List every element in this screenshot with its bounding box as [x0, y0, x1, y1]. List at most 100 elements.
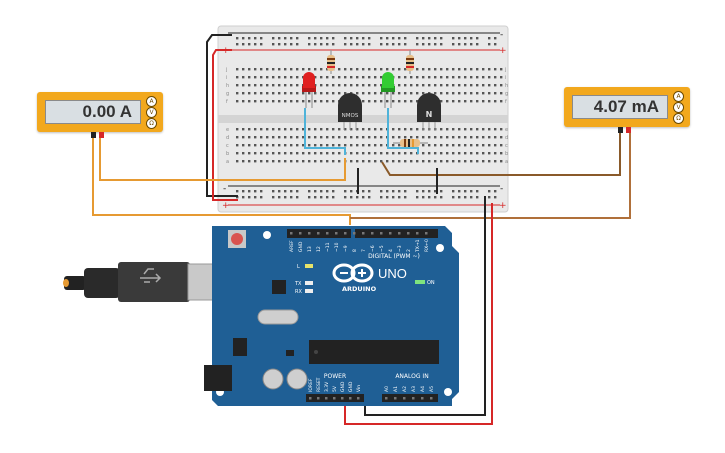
row-letter-e-right: e [505, 127, 508, 133]
power-pin-hole-4[interactable] [341, 397, 344, 400]
digital-pin-hole-9[interactable] [371, 232, 374, 235]
digital-pin-hole-13[interactable] [407, 232, 410, 235]
digital-pin-hole-2[interactable] [308, 232, 311, 235]
usb-cable[interactable] [63, 262, 227, 302]
digital-pin-hole-12[interactable] [398, 232, 401, 235]
resistor-top-right[interactable] [406, 50, 414, 74]
multimeter-left-mode-a[interactable]: A [146, 96, 157, 107]
row-letter-c: c [226, 143, 229, 149]
digital-pin-hole-1[interactable] [299, 232, 302, 235]
power-pin-hole-6[interactable] [357, 397, 360, 400]
power-pin-0: IOREF [308, 378, 314, 392]
power-pin-hole-5[interactable] [349, 397, 352, 400]
multimeter-right-probe-black[interactable] [618, 127, 623, 133]
transistor-npn[interactable]: N [417, 93, 441, 130]
power-pin-hole-3[interactable] [333, 397, 336, 400]
power-pin-hole-0[interactable] [309, 397, 312, 400]
led-red[interactable] [302, 72, 316, 108]
wire-blue-left[interactable] [304, 108, 346, 155]
rail-minus-bottom: - [223, 184, 226, 194]
row-letter-b-right: b [505, 151, 508, 157]
multimeter-left-probe-black[interactable] [91, 132, 96, 138]
digital-pin-hole-14[interactable] [416, 232, 419, 235]
analog-pin-hole-5[interactable] [430, 397, 433, 400]
power-pin-4: GND [340, 381, 346, 392]
analog-pin-hole-3[interactable] [412, 397, 415, 400]
analog-pin-5: A5 [429, 386, 435, 392]
digital-header-label: DIGITAL (PWM ~) [368, 253, 420, 260]
digital-pin-hole-7[interactable] [353, 232, 356, 235]
digital-pin-2: 13 [307, 246, 313, 252]
on-led-label: ON [427, 280, 435, 286]
wire-black-left[interactable] [206, 34, 238, 197]
led-green[interactable] [381, 72, 395, 108]
wire-red-5v-arduino[interactable] [344, 203, 493, 425]
analog-pin-hole-4[interactable] [421, 397, 424, 400]
resistor-horizontal[interactable] [393, 139, 428, 147]
analog-pin-4: A4 [420, 386, 426, 392]
digital-pin-hole-6[interactable] [344, 232, 347, 235]
row-letter-h: h [226, 83, 229, 89]
analog-header[interactable] [382, 394, 438, 402]
row-letter-h-right: h [505, 83, 508, 89]
analog-pin-hole-1[interactable] [394, 397, 397, 400]
wire-black-gnd-arduino[interactable] [364, 196, 486, 416]
tx-led-label: TX [294, 281, 302, 287]
digital-pin-13: 2 [406, 249, 412, 252]
wire-orange-to-arduino[interactable] [92, 133, 351, 225]
digital-pin-14: TX→1 [415, 239, 421, 253]
multimeter-left-display: 0.00 A [45, 100, 141, 124]
digital-pin-hole-11[interactable] [389, 232, 392, 235]
transistor-nmos-label: NMOS [342, 113, 359, 119]
multimeter-right-mode-a[interactable]: A [673, 91, 684, 102]
multimeter-right-probe-red[interactable] [626, 127, 631, 133]
digital-header-right[interactable] [355, 229, 438, 238]
wire-brown-right-meter[interactable] [381, 133, 621, 176]
analog-pin-0: A0 [384, 386, 390, 392]
digital-pin-hole-10[interactable] [380, 232, 383, 235]
power-pin-hole-1[interactable] [317, 397, 320, 400]
row-letter-d: d [226, 135, 229, 141]
row-letter-g-right: g [505, 91, 508, 97]
wire-orange-right-meter[interactable] [350, 133, 631, 219]
digital-pin-hole-4[interactable] [326, 232, 329, 235]
multimeter-right-mode-v[interactable]: V [673, 102, 684, 113]
transistor-nmos[interactable]: NMOS [338, 93, 362, 130]
analog-pin-hole-2[interactable] [403, 397, 406, 400]
analog-pin-hole-0[interactable] [385, 397, 388, 400]
rx-led-label: RX [295, 289, 302, 295]
multimeter-right[interactable]: 4.07 mA A V Ω [564, 87, 690, 133]
power-pin-hole-2[interactable] [325, 397, 328, 400]
digital-pin-hole-15[interactable] [425, 232, 428, 235]
analog-pin-2: A2 [402, 386, 408, 392]
wire-orange-meter-left-top[interactable] [99, 133, 346, 181]
row-letter-e: e [226, 127, 229, 133]
atmega-chip [309, 340, 439, 364]
digital-pin-4: ~11 [325, 242, 331, 252]
digital-pin-hole-5[interactable] [335, 232, 338, 235]
row-letter-j: j [225, 67, 227, 73]
reset-button[interactable] [228, 230, 246, 248]
power-header-label: POWER [324, 373, 346, 380]
multimeter-left-probe-red[interactable] [99, 132, 104, 138]
arduino-brand-text: ARDUINO [342, 285, 377, 293]
wire-red-left[interactable] [212, 49, 238, 201]
row-letter-c-right: c [505, 143, 508, 149]
multimeter-left-mode-v[interactable]: V [146, 107, 157, 118]
multimeter-left-mode-ohm[interactable]: Ω [146, 118, 157, 129]
digital-pin-hole-0[interactable] [290, 232, 293, 235]
wire-blue-right[interactable] [387, 108, 419, 154]
digital-pin-10: ~5 [379, 245, 385, 252]
resistor-top-left[interactable] [327, 50, 335, 74]
digital-pin-0: AREF [289, 240, 295, 252]
multimeter-right-mode-ohm[interactable]: Ω [673, 113, 684, 124]
digital-pin-hole-3[interactable] [317, 232, 320, 235]
multimeter-left[interactable]: 0.00 A A V Ω [37, 92, 163, 138]
digital-pin-hole-8[interactable] [362, 232, 365, 235]
